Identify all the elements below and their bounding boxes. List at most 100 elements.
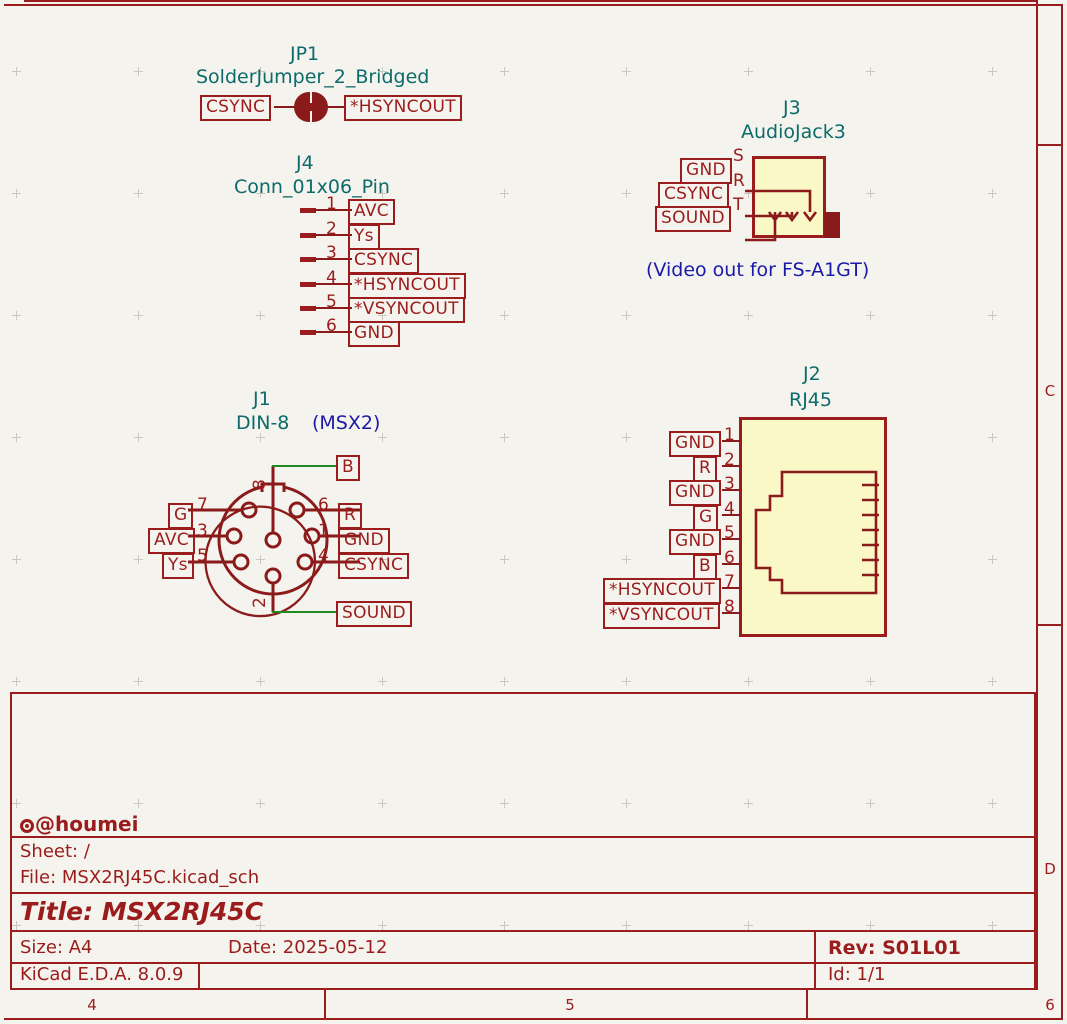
j2-pin-5-wire[interactable] bbox=[722, 538, 742, 540]
titleblock-id: Id: 1/1 bbox=[828, 964, 886, 985]
j4-pin-5-number: 5 bbox=[326, 292, 337, 312]
j4-pin-6-net[interactable]: GND bbox=[348, 321, 400, 347]
jp1-label-csync[interactable]: CSYNC bbox=[200, 95, 272, 121]
grid-cross bbox=[500, 311, 509, 320]
j2-pin-3-number: 3 bbox=[724, 474, 735, 494]
j4-pin-6-stub[interactable] bbox=[300, 330, 316, 335]
j3-pin-s-net[interactable]: GND bbox=[680, 158, 732, 184]
j2-pin-1-net[interactable]: GND bbox=[669, 431, 721, 457]
j1-note[interactable]: (MSX2) bbox=[312, 412, 381, 434]
j1-pin-4-net[interactable]: CSYNC bbox=[338, 553, 410, 579]
zone-label-4: 4 bbox=[87, 996, 97, 1014]
j1-wire-b[interactable] bbox=[272, 465, 338, 467]
j2-value[interactable]: RJ45 bbox=[789, 389, 832, 411]
j4-pin-2-stub[interactable] bbox=[300, 233, 316, 238]
titleblock-border-left bbox=[10, 692, 12, 990]
j3-pin-s-number: S bbox=[733, 146, 744, 166]
j3-refdes[interactable]: J3 bbox=[783, 97, 801, 119]
j1-pin-1-net[interactable]: GND bbox=[338, 528, 390, 554]
j2-pin-3-wire[interactable] bbox=[722, 489, 742, 491]
jp1-label-hsyncout[interactable]: *HSYNCOUT bbox=[344, 95, 462, 121]
frame-outer-bottom bbox=[4, 1018, 1063, 1020]
grid-cross bbox=[134, 433, 143, 442]
j3-pin-r-net[interactable]: CSYNC bbox=[658, 182, 730, 208]
j1-din8-symbol-icon[interactable] bbox=[188, 448, 378, 633]
j3-note[interactable]: (Video out for FS-A1GT) bbox=[646, 259, 870, 281]
titleblock-border-bottom bbox=[10, 988, 1036, 990]
j2-pin-8-net[interactable]: *VSYNCOUT bbox=[603, 603, 720, 629]
j2-pin-8-wire[interactable] bbox=[722, 612, 742, 614]
j2-pin-4-wire[interactable] bbox=[722, 514, 742, 516]
jp1-wire-left[interactable] bbox=[274, 106, 298, 108]
j2-pin-5-net[interactable]: GND bbox=[669, 529, 721, 555]
grid-cross bbox=[500, 799, 509, 808]
titleblock-div-title bbox=[10, 930, 1036, 932]
j2-pin-4-number: 4 bbox=[724, 499, 735, 519]
grid-cross bbox=[866, 677, 875, 686]
j3-body[interactable] bbox=[752, 156, 826, 238]
titleblock-date: Date: 2025-05-12 bbox=[228, 937, 388, 958]
j4-pin-3-net[interactable]: CSYNC bbox=[348, 248, 420, 274]
j2-pin-6-wire[interactable] bbox=[722, 563, 742, 565]
j4-refdes[interactable]: J4 bbox=[296, 152, 314, 174]
j4-pin-5-net[interactable]: *VSYNCOUT bbox=[348, 297, 465, 323]
jp1-value[interactable]: SolderJumper_2_Bridged bbox=[196, 66, 430, 88]
j4-pin-1-wire[interactable] bbox=[314, 209, 352, 211]
j1-pin-8-net[interactable]: B bbox=[336, 455, 360, 481]
j2-pin-4-net[interactable]: G bbox=[693, 505, 719, 531]
titleblock-file: File: MSX2RJ45C.kicad_sch bbox=[20, 867, 260, 888]
j2-pin-3-net[interactable]: GND bbox=[669, 480, 721, 506]
j4-value[interactable]: Conn_01x06_Pin bbox=[234, 176, 390, 198]
j1-pin-6-net[interactable]: R bbox=[338, 503, 363, 529]
jp1-solder-jumper-icon[interactable] bbox=[294, 92, 328, 122]
j4-pin-3-wire[interactable] bbox=[314, 258, 352, 260]
j1-pin-7-net[interactable]: G bbox=[168, 503, 194, 529]
j4-pin-1-net[interactable]: AVC bbox=[348, 199, 395, 225]
grid-cross bbox=[378, 921, 387, 930]
titleblock-border-right bbox=[1034, 692, 1036, 990]
j4-pin-4-wire[interactable] bbox=[314, 283, 352, 285]
grid-cross bbox=[988, 433, 997, 442]
j3-value[interactable]: AudioJack3 bbox=[741, 121, 846, 143]
grid-cross bbox=[988, 555, 997, 564]
j2-pin-1-wire[interactable] bbox=[722, 440, 742, 442]
j4-pin-2-net[interactable]: Ys bbox=[348, 224, 380, 250]
j1-value[interactable]: DIN-8 bbox=[236, 412, 290, 434]
j2-refdes[interactable]: J2 bbox=[803, 363, 821, 385]
j1-pin-2-net[interactable]: SOUND bbox=[336, 601, 412, 627]
jp1-refdes[interactable]: JP1 bbox=[290, 43, 320, 65]
j2-pin-6-net[interactable]: B bbox=[693, 554, 717, 580]
grid-cross bbox=[134, 677, 143, 686]
grid-cross bbox=[622, 677, 631, 686]
grid-cross bbox=[500, 555, 509, 564]
jp1-wire-right[interactable] bbox=[324, 106, 346, 108]
j3-pin-r-number: R bbox=[733, 171, 745, 191]
grid-cross bbox=[988, 67, 997, 76]
j4-pin-2-wire[interactable] bbox=[314, 234, 352, 236]
j2-pin-2-net[interactable]: R bbox=[693, 456, 718, 482]
j2-pin-2-wire[interactable] bbox=[722, 465, 742, 467]
titleblock-div-date-col bbox=[198, 962, 200, 988]
j4-pin-4-stub[interactable] bbox=[300, 282, 316, 287]
j2-pin-7-wire[interactable] bbox=[722, 587, 742, 589]
grid-cross bbox=[988, 311, 997, 320]
j2-pin-7-number: 7 bbox=[724, 572, 735, 592]
j1-pin-5-net[interactable]: Ys bbox=[162, 553, 194, 579]
j2-body[interactable] bbox=[739, 417, 887, 637]
grid-cross bbox=[988, 677, 997, 686]
j2-pin-7-net[interactable]: *HSYNCOUT bbox=[603, 578, 721, 604]
j4-pin-1-stub[interactable] bbox=[300, 208, 316, 213]
titleblock-sheet: Sheet: / bbox=[20, 841, 90, 862]
j4-pin-3-stub[interactable] bbox=[300, 257, 316, 262]
j3-pin-t-net[interactable]: SOUND bbox=[655, 206, 731, 232]
grid-cross bbox=[866, 921, 875, 930]
j1-wire-sound[interactable] bbox=[272, 611, 338, 613]
j4-pin-5-wire[interactable] bbox=[314, 307, 352, 309]
j4-pin-4-net[interactable]: *HSYNCOUT bbox=[348, 273, 466, 299]
j1-pin-3-net[interactable]: AVC bbox=[148, 528, 195, 554]
j4-pin-6-wire[interactable] bbox=[314, 331, 352, 333]
grid-cross bbox=[622, 799, 631, 808]
j4-pin-5-stub[interactable] bbox=[300, 306, 316, 311]
j1-refdes[interactable]: J1 bbox=[253, 388, 271, 410]
zone-label-c: C bbox=[1044, 382, 1056, 400]
